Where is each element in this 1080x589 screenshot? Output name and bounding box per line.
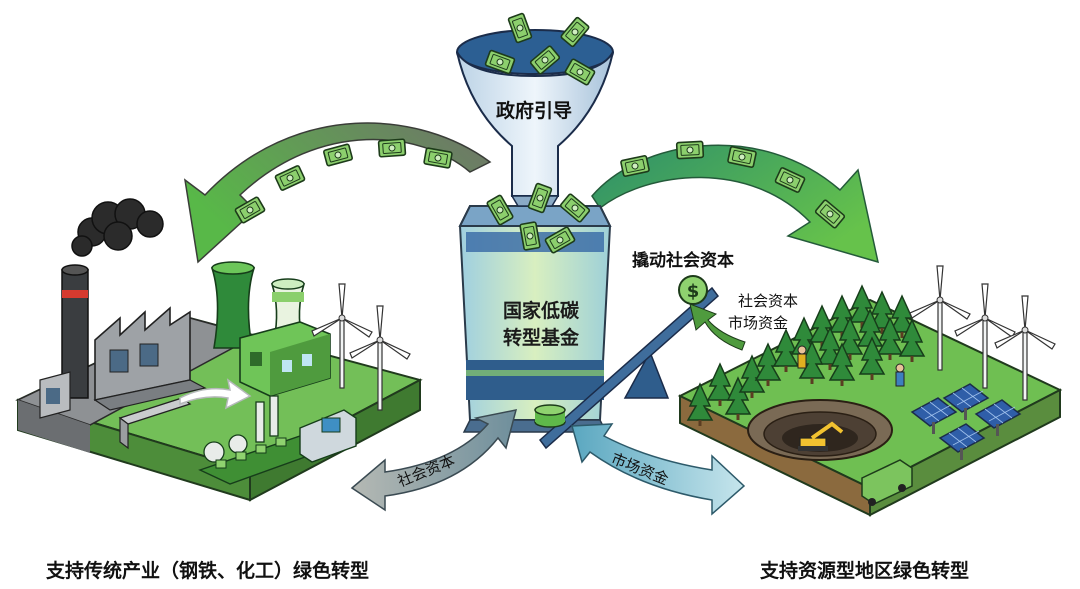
right-funding-arrow: [591, 144, 880, 264]
left-caption: 支持传统产业（钢铁、化工）绿色转型: [46, 560, 370, 582]
social-capital-arrow: [350, 409, 518, 512]
worker-icon: [797, 345, 905, 387]
excavator-icon: [798, 421, 844, 451]
market-label-line1: 社会资本: [738, 292, 799, 310]
market-capital-arrow: [571, 423, 746, 516]
transition-arrow: [179, 378, 252, 410]
lever: [538, 286, 720, 450]
fund-label-line2: 转型基金: [502, 327, 579, 349]
truck-icon: [861, 459, 913, 506]
factory-icon: [39, 198, 207, 450]
left-funding-arrow: [183, 122, 492, 264]
leverage-label: 撬动社会资本: [632, 251, 734, 271]
coin-symbol: $: [687, 281, 700, 302]
coin-icon: [534, 275, 708, 428]
fund-label: 国家低碳 转型基金: [466, 298, 616, 352]
funnel-label: 政府引导: [496, 100, 573, 122]
market-label-line2: 市场资金: [728, 314, 789, 332]
market-flow-arrow: [689, 303, 746, 351]
right-resource-platform: [677, 298, 1063, 517]
green-factory: [198, 261, 357, 485]
fund-label-line1: 国家低碳: [502, 300, 579, 322]
right-caption: 支持资源型地区绿色转型: [760, 560, 970, 582]
